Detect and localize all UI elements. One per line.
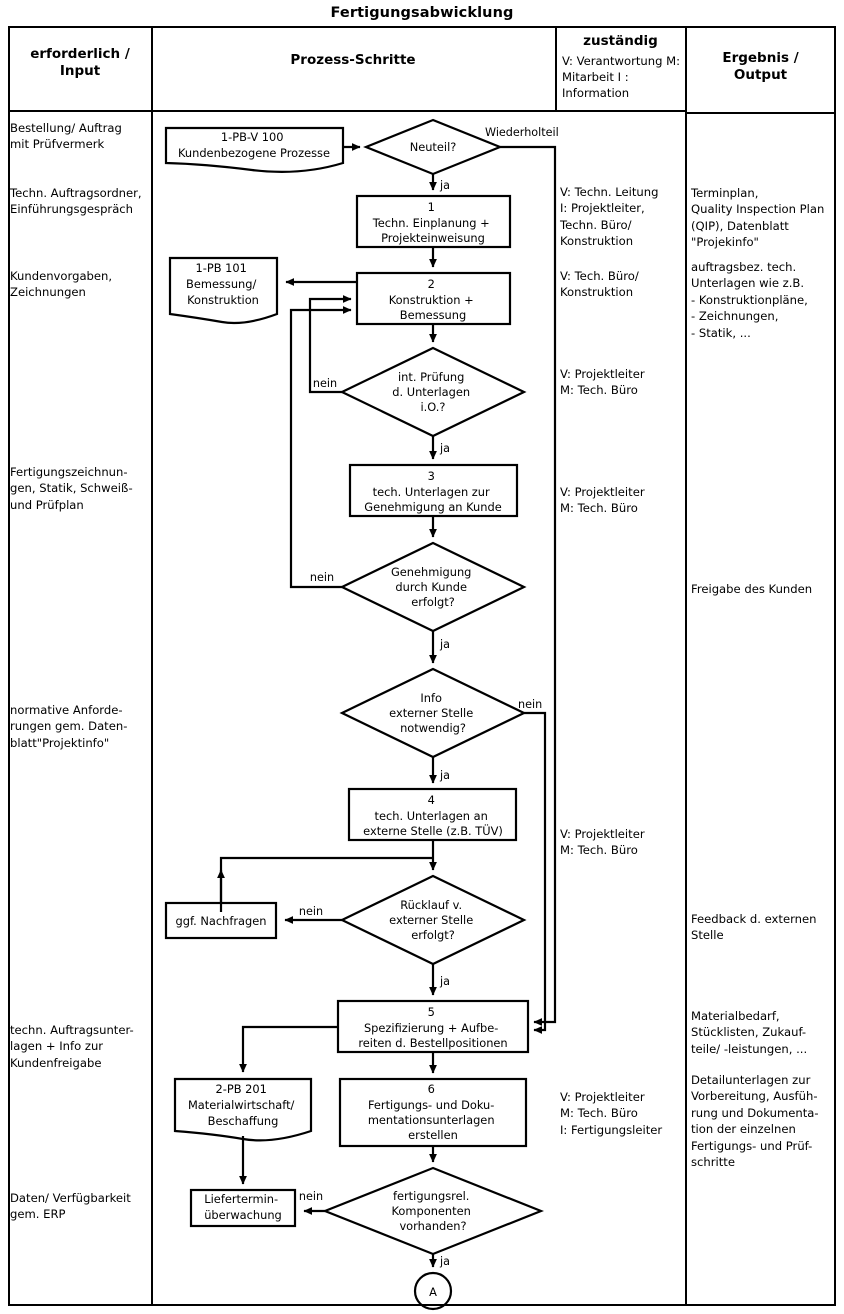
edge-nachfragen-up bbox=[219, 856, 433, 903]
label-step-5: 5 Spezifizierung + Aufbe- reiten d. Best… bbox=[358, 1005, 507, 1050]
header-responsible: zuständig V: Verantwortung M: Mitarbeit … bbox=[557, 33, 684, 101]
edge-wiederholteil bbox=[500, 145, 557, 1026]
label-step-2: 2 Konstruktion + Bemessung bbox=[389, 277, 478, 322]
edge-label-nein-info: nein bbox=[518, 698, 542, 711]
edge-genehmigung-nein bbox=[289, 306, 352, 589]
node-doc-bemessung bbox=[168, 256, 279, 325]
label-doc-bemessung: 1-PB 101 Bemessung/ Konstruktion bbox=[186, 261, 260, 307]
header-process: Prozess-Schritte bbox=[290, 52, 416, 68]
responsible-item-1: V: Tech. Büro/ Konstruktion bbox=[560, 269, 639, 300]
edge-5-to-material bbox=[239, 1025, 338, 1073]
edge-label-nein-ruecklauf: nein bbox=[299, 905, 323, 918]
input-item-1: Techn. Auftragsordner, Einführungsgesprä… bbox=[10, 186, 142, 217]
label-dec-info-extern: Info externer Stelle notwendig? bbox=[389, 691, 477, 735]
input-item-5: techn. Auftragsunter- lagen + Info zur K… bbox=[10, 1023, 134, 1070]
edge-label-ja-komponenten: ja bbox=[439, 1255, 450, 1268]
edge-intpruefung-nein bbox=[308, 295, 352, 394]
input-item-2: Kundenvorgaben, Zeichnungen bbox=[10, 269, 113, 300]
label-dec-komponenten: fertigungsrel. Komponenten vorhanden? bbox=[392, 1189, 475, 1233]
header-input: erforderlich / Input bbox=[30, 46, 130, 79]
node-connector-a bbox=[413, 1271, 453, 1311]
responsible-item-2: V: Projektleiter M: Tech. Büro bbox=[560, 367, 645, 398]
node-box-liefertermin bbox=[189, 1188, 297, 1228]
label-box-liefertermin: Liefertermin- überwachung bbox=[204, 1192, 282, 1222]
label-dec-int-pruefung: int. Prüfung d. Unterlagen i.O.? bbox=[392, 370, 473, 414]
page-title: Fertigungsabwicklung bbox=[330, 5, 514, 21]
node-doc-kundenbezogene bbox=[164, 126, 345, 173]
responsible-item-0: V: Techn. Leitung I: Projektleiter, Tech… bbox=[560, 185, 659, 249]
output-item-1: auftragsbez. tech. Unterlagen wie z.B. -… bbox=[691, 260, 808, 340]
edge-label-nein-intpruefung: nein bbox=[313, 377, 337, 390]
header-row-bottom-left bbox=[8, 110, 687, 112]
edge-label-nein-genehmigung: nein bbox=[310, 571, 334, 584]
responsible-item-4: V: Projektleiter M: Tech. Büro bbox=[560, 827, 645, 858]
input-item-6: Daten/ Verfügbarkeit gem. ERP bbox=[10, 1191, 131, 1222]
divider-responsible-output bbox=[685, 26, 687, 1306]
label-box-nachfragen: ggf. Nachfragen bbox=[176, 914, 267, 928]
divider-input-process bbox=[151, 26, 153, 1306]
responsible-item-5: V: Projektleiter M: Tech. Büro I: Fertig… bbox=[560, 1090, 663, 1137]
label-step-4: 4 tech. Unterlagen an externe Stelle (z.… bbox=[363, 793, 503, 838]
input-item-3: Fertigungszeichnun- gen, Statik, Schweiß… bbox=[10, 465, 133, 512]
edge-label-ja-ruecklauf: ja bbox=[439, 975, 450, 988]
label-dec-ruecklauf: Rücklauf v. externer Stelle erfolgt? bbox=[389, 898, 477, 942]
label-connector-a: A bbox=[429, 1285, 437, 1299]
edge-label-nein-komponenten: nein bbox=[299, 1190, 323, 1203]
output-item-0: Terminplan, Quality Inspection Plan (QIP… bbox=[691, 186, 825, 250]
output-item-3: Feedback d. externen Stelle bbox=[691, 912, 817, 943]
responsible-legend: V: Verantwortung M: Mitarbeit I : Inform… bbox=[562, 54, 681, 100]
edge-label-wiederholteil: Wiederholteil bbox=[485, 126, 559, 139]
label-step-1: 1 Techn. Einplanung + Projekteinweisung bbox=[372, 200, 494, 245]
label-dec-genehmigung: Genehmigung durch Kunde erfolgt? bbox=[391, 565, 475, 609]
edge-label-ja-intpruefung: ja bbox=[439, 442, 450, 455]
label-step-6: 6 Fertigungs- und Doku- mentationsunterl… bbox=[368, 1082, 498, 1142]
output-item-4: Materialbedarf, Stücklisten, Zukauf- tei… bbox=[691, 1009, 808, 1056]
header-output: Ergebnis / Output bbox=[722, 50, 799, 83]
output-item-2: Freigabe des Kunden bbox=[691, 582, 813, 596]
edge-label-ja-genehmigung: ja bbox=[439, 638, 450, 651]
label-doc-kundenbezogene: 1-PB-V 100 Kundenbezogene Prozesse bbox=[178, 130, 330, 160]
output-item-5: Detailunterlagen zur Vorbereitung, Ausfü… bbox=[691, 1073, 819, 1170]
label-step-3: 3 tech. Unterlagen zur Genehmigung an Ku… bbox=[364, 469, 501, 514]
divider-process-responsible bbox=[555, 26, 557, 112]
label-dec-neuteil: Neuteil? bbox=[410, 140, 457, 154]
edge-label-ja-neuteil: ja bbox=[439, 179, 450, 192]
edge-info-nein bbox=[524, 711, 547, 1034]
input-item-4: normative Anforde- rungen gem. Daten- bl… bbox=[10, 703, 128, 750]
edge-label-ja-info: ja bbox=[439, 769, 450, 782]
label-doc-material: 2-PB 201 Materialwirtschaft/ Beschaffung bbox=[188, 1082, 298, 1128]
responsible-item-3: V: Projektleiter M: Tech. Büro bbox=[560, 485, 645, 516]
input-item-0: Bestellung/ Auftrag mit Prüfvermerk bbox=[10, 121, 122, 152]
header-row-bottom-right bbox=[685, 112, 836, 114]
